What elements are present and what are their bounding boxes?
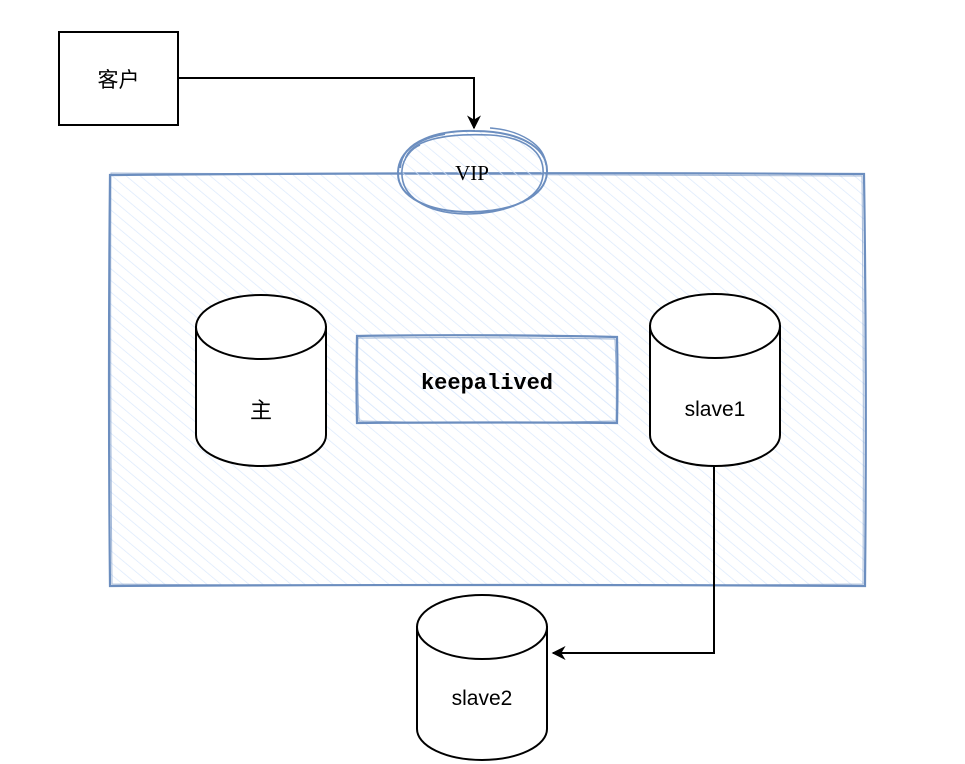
slave1-db-label: slave1 (685, 398, 746, 421)
slave2-db-node[interactable]: slave2 (416, 594, 548, 761)
slave1-db-node[interactable]: slave1 (649, 293, 781, 467)
slave2-db-top (416, 594, 548, 660)
slave1-db-top (649, 293, 781, 359)
keepalived-label: keepalived (421, 371, 553, 396)
master-db-body (195, 326, 327, 467)
keepalived-border (355, 334, 619, 425)
vip-node[interactable]: VIP (396, 127, 549, 215)
slave1-db-body (649, 325, 781, 467)
vip-outline-sketch (401, 133, 544, 215)
slave2-db-body (416, 626, 548, 761)
client-node[interactable]: 客户 (58, 31, 179, 126)
master-db-node[interactable]: 主 (195, 294, 327, 467)
edge-slave1-to-slave2[interactable] (551, 466, 715, 660)
client-label: 客户 (98, 69, 140, 92)
client-box (58, 31, 179, 126)
master-db-top (195, 294, 327, 360)
cluster-border-sketch (110, 172, 864, 586)
master-db-label: 主 (250, 398, 272, 423)
vip-fill (399, 130, 547, 214)
vip-outline-sketch-2 (489, 127, 547, 166)
keepalived-border-sketch (357, 337, 617, 423)
vip-label: VIP (455, 161, 489, 185)
keepalived-fill (357, 337, 617, 423)
cluster-border (107, 172, 867, 588)
keepalived-node[interactable]: keepalived (355, 334, 619, 425)
edge-client-to-vip[interactable] (178, 77, 481, 130)
slave2-db-label: slave2 (452, 687, 513, 710)
